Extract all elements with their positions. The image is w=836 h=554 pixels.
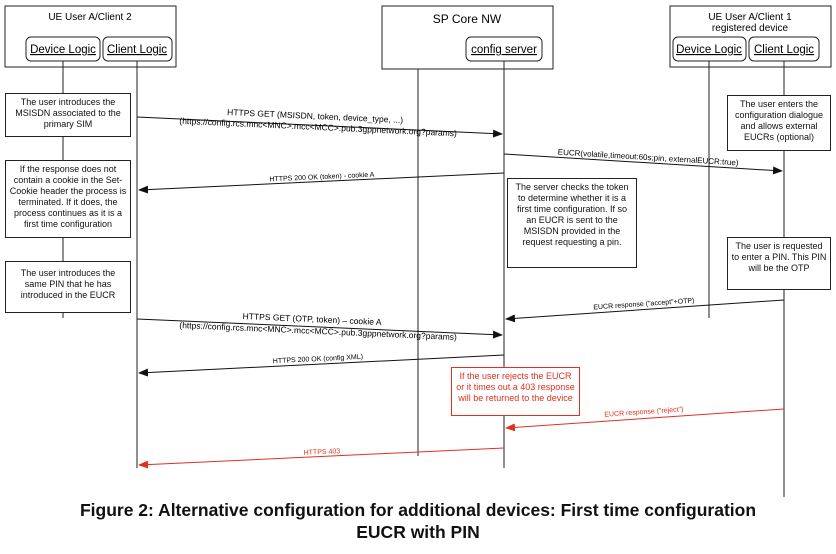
ue1-title-line1: UE User A/Client 1 [708, 12, 792, 23]
note-requested-pin: The user is requested to enter a PIN. Th… [727, 237, 831, 290]
arrow-eucr-accept [505, 299, 785, 323]
ue1-client-logic: Client Logic [754, 44, 814, 56]
note-introduce-msisdn: The user introduces the MSISDN associate… [5, 93, 131, 137]
arrow-https-403 [138, 447, 505, 469]
caption-line1: Figure 2: Alternative configuration for … [79, 500, 757, 520]
note-server-checks: The server checks the token to determine… [507, 178, 637, 268]
arrow-eucr [503, 153, 783, 175]
ue1-device-logic: Device Logic [676, 44, 742, 56]
ue2-title: UE User A/Client 2 [48, 12, 132, 23]
arrow-200-ok-config [138, 354, 505, 377]
arrow-eucr-reject [505, 408, 785, 432]
note-rejects: If the user rejects the EUCR or it times… [451, 367, 580, 416]
ue2-client-logic: Client Logic [107, 44, 167, 56]
msg-eucr: EUCR(volatile,timeout:60s;pin, externalE… [558, 148, 740, 168]
core-title: SP Core NW [433, 12, 502, 26]
ue1-title-line2: registered device [712, 23, 789, 34]
arrow-https-get-msisdn [136, 116, 503, 138]
note-introduce-pin: The user introduces the same PIN that he… [5, 261, 131, 313]
caption-line2: EUCR with PIN [356, 522, 480, 542]
msg-https-403: HTTPS 403 [303, 448, 340, 457]
ue2-device-logic: Device Logic [30, 44, 96, 56]
arrow-https-get-otp [136, 318, 503, 339]
note-enter-config: The user enters the configuration dialog… [727, 95, 831, 151]
msg-200-ok-config: HTTPS 200 OK (config XML) [273, 354, 363, 365]
note-no-cookie: If the response does not contain a cooki… [5, 160, 131, 238]
figure-caption: Figure 2: Alternative configuration for … [0, 499, 836, 543]
config-server-label: config server [471, 44, 537, 56]
msg-200-ok-token: HTTPS 200 OK (token) - cookie A [269, 172, 375, 184]
arrow-200-ok-token [138, 172, 505, 194]
